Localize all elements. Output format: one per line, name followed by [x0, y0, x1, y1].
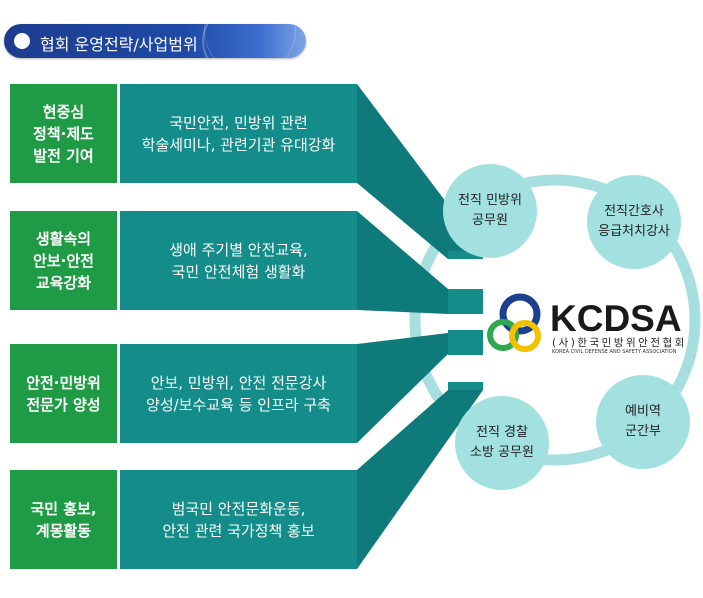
circle-label-4: 전직 경찰 소방 공무원	[470, 425, 534, 460]
header-title: 협회 운영전략/사업범위	[40, 35, 198, 54]
strategy-label: 국민 홍보, 계몽활동	[10, 470, 117, 569]
connector-3	[448, 330, 483, 355]
strategy-description: 생애 주기별 안전교육, 국민 안전체험 생활화	[120, 211, 357, 310]
strategy-label: 안전·민방위 전문가 양성	[10, 344, 117, 443]
section-header: 협회 운영전략/사업범위	[4, 24, 306, 58]
connector-1	[448, 251, 483, 259]
strategy-row-1: 현중심 정책·제도 발전 기여 국민안전, 민방위 관련 학술세미나, 관련기관…	[10, 84, 357, 183]
strategy-label: 생활속의 안보·안전 교육강화	[10, 211, 117, 310]
strategy-label: 현중심 정책·제도 발전 기여	[10, 84, 117, 183]
circle-4	[455, 396, 549, 490]
circle-1	[443, 164, 537, 258]
outer-ring	[409, 174, 701, 466]
logo-english-name: KOREA CIVIL DEFENSE AND SAFETY ASSOCIATI…	[552, 349, 677, 355]
logo-korean-name: (사)한국민방위안전협회	[552, 337, 687, 349]
funnel-3	[357, 333, 448, 443]
funnel-2	[357, 211, 448, 314]
strategy-row-3: 안전·민방위 전문가 양성 안보, 민방위, 안전 전문강사 양성/보수교육 등…	[10, 344, 357, 443]
strategy-row-4: 국민 홍보, 계몽활동 범국민 안전문화운동, 안전 관련 국가정책 홍보	[10, 470, 357, 569]
strategy-description: 국민안전, 민방위 관련 학술세미나, 관련기관 유대강화	[120, 84, 357, 183]
funnel-4	[357, 390, 483, 569]
connector-4	[448, 382, 483, 390]
bullet-icon	[14, 33, 30, 49]
strategy-description: 안보, 민방위, 안전 전문강사 양성/보수교육 등 인프라 구축	[120, 344, 357, 443]
logo-name: KCDSA	[550, 298, 682, 339]
connector-2	[448, 289, 483, 314]
circle-label-1: 전직 민방위 공무원	[458, 193, 522, 228]
strategy-row-2: 생활속의 안보·안전 교육강화 생애 주기별 안전교육, 국민 안전체험 생활화	[10, 211, 357, 310]
header-decoration	[202, 24, 306, 58]
circle-2	[587, 175, 681, 269]
circle-label-3: 예비역 군간부	[625, 404, 661, 439]
strategy-description: 범국민 안전문화운동, 안전 관련 국가정책 홍보	[120, 470, 357, 569]
kcdsa-logo-icon	[487, 293, 541, 352]
circle-label-2: 전직간호사 응급처치강사	[598, 204, 670, 239]
circle-3	[596, 375, 690, 469]
